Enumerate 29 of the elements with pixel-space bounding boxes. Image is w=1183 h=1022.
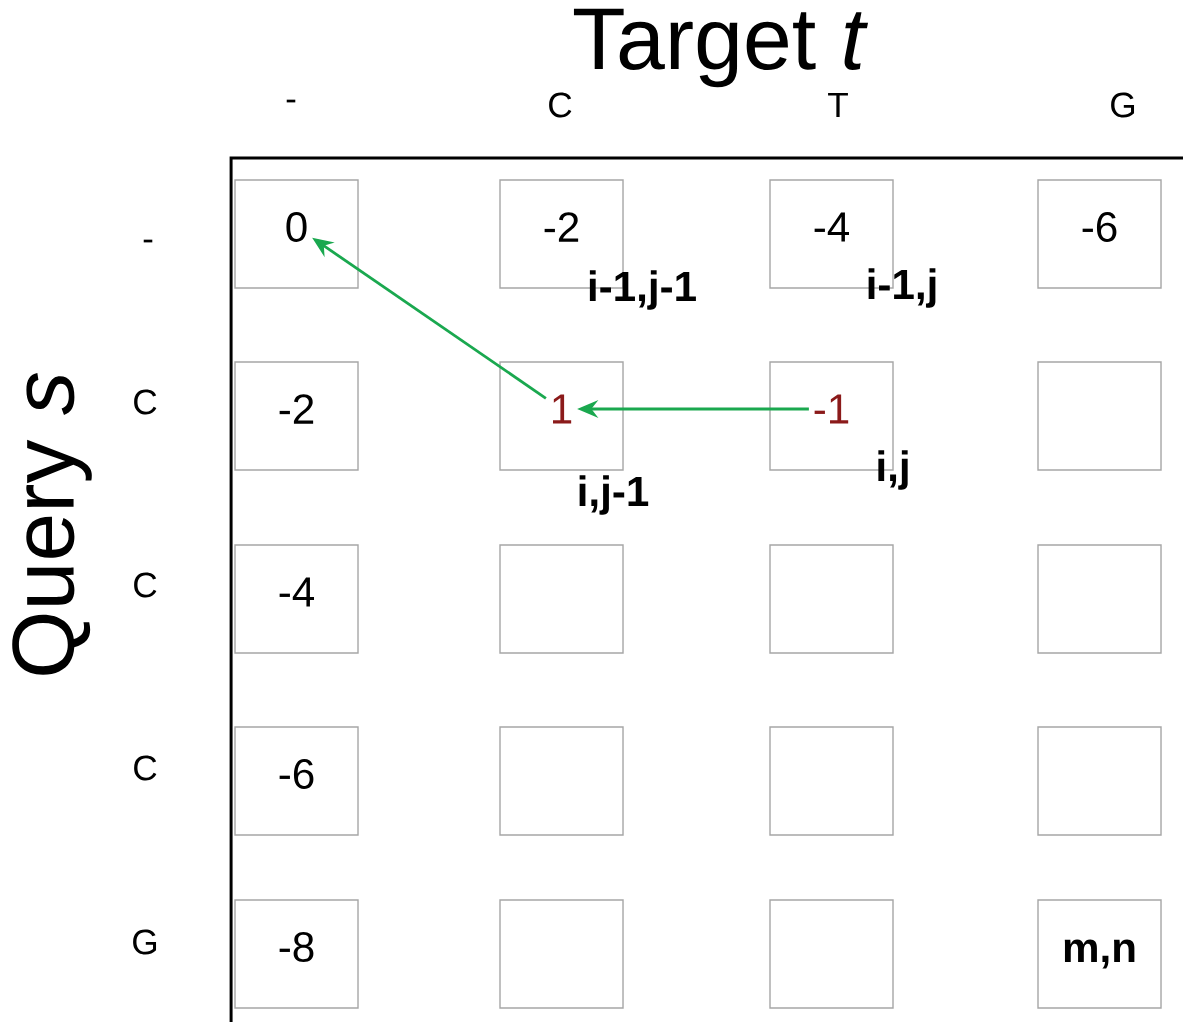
axis-title: Query s — [12, 373, 92, 675]
matrix-cell: -4 — [234, 544, 359, 654]
matrix-cell — [769, 544, 894, 654]
matrix-cell — [499, 544, 624, 654]
cell-index: i,j-1 — [579, 475, 649, 515]
matrix-cell: -6 — [234, 726, 359, 836]
sequence-letter: G — [1111, 92, 1135, 118]
matrix-cell: -2 — [234, 361, 359, 471]
sequence-letter: C — [549, 92, 572, 118]
matrix-cell: 0 — [234, 179, 359, 289]
sequence-letter: T — [828, 92, 848, 118]
matrix-cell — [769, 899, 894, 1009]
axis-title: Target t — [573, 8, 869, 88]
matrix-cell — [499, 726, 624, 836]
matrix-cell: 1 — [499, 361, 624, 471]
matrix-cell — [769, 726, 894, 836]
sequence-letter: - — [143, 239, 153, 243]
sequence-letter: G — [133, 929, 157, 955]
matrix-cell — [1037, 544, 1162, 654]
matrix-cell — [499, 899, 624, 1009]
sequence-letter: C — [134, 572, 157, 598]
sequence-letter: C — [134, 389, 157, 415]
matrix-cell — [1037, 726, 1162, 836]
matrix-cell: -6 — [1037, 179, 1162, 289]
sequence-letter: - — [286, 99, 296, 103]
matrix-cell: -8 — [234, 899, 359, 1009]
sequence-letter: C — [134, 755, 157, 781]
matrix-cell — [1037, 361, 1162, 471]
matrix-cell: m,n — [1037, 899, 1162, 1009]
